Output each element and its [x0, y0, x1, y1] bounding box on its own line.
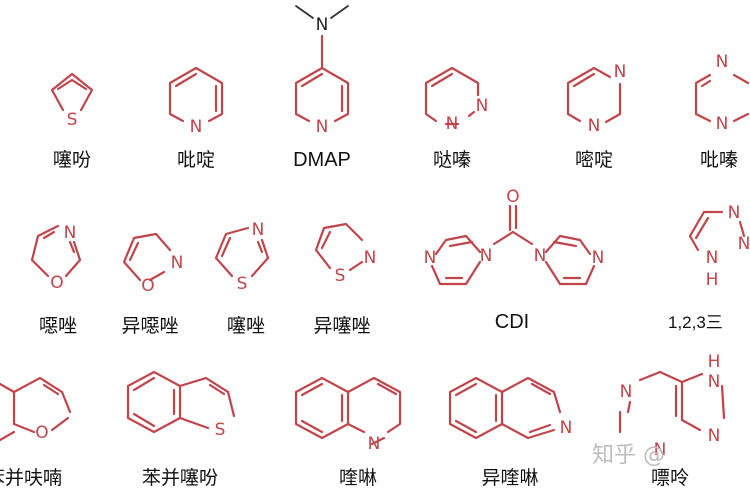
quinoline-structure: N: [294, 376, 402, 454]
pyridazine-label: 哒嗪: [433, 149, 471, 171]
pyrazine-label: 吡嗪: [700, 149, 738, 171]
isoquinoline-label: 异喹啉: [481, 467, 538, 489]
oxazole-atom-n: N: [64, 223, 77, 243]
benzothiophene-label: 苯并噻吩: [142, 467, 218, 489]
cdi-structure: O N N N N: [424, 187, 605, 286]
thiophene-structure: S: [50, 72, 94, 130]
purine-atom-n2: N: [654, 440, 667, 460]
isoquinoline-structure: N: [448, 376, 573, 440]
oxazole-label: 噁唑: [39, 315, 77, 337]
pyrimidine-atom-n1: N: [588, 116, 601, 136]
pyrazine-atom-n1: N: [716, 52, 729, 72]
purine-label: 嘌呤: [651, 467, 689, 489]
isothiazole-atom-s: S: [335, 266, 346, 286]
triazole-atom-n3: N: [706, 248, 719, 268]
dmap-atom-n-ring: N: [316, 117, 329, 137]
benzothiophene-atom-s: S: [215, 420, 226, 440]
isoquinoline-atom-n: N: [560, 418, 573, 438]
dmap-atom-n-amine: N: [316, 15, 329, 35]
isoxazole-label: 异噁唑: [121, 315, 178, 337]
quinoline-atom-n: N: [368, 434, 381, 454]
triazole-structure: N N N H: [688, 203, 750, 290]
cdi-atom-o: O: [506, 187, 519, 207]
oxazole-structure: N O: [30, 223, 82, 293]
cdi-atom-n1: N: [424, 248, 437, 268]
dmap-structure: N N: [294, 5, 350, 137]
zhihu-watermark: 知乎 @: [592, 443, 665, 468]
benzofuran-atom-o: O: [35, 423, 48, 443]
quinoline-label: 喹啉: [339, 467, 377, 489]
benzothiophene-structure: S: [126, 370, 236, 440]
thiophene-atom-s: S: [67, 110, 78, 130]
pyridine-structure: N: [168, 66, 224, 137]
thiazole-structure: N S: [214, 220, 270, 294]
thiazole-label: 噻唑: [227, 315, 265, 337]
triazole-label: 1,2,3三: [668, 313, 723, 332]
cdi-atom-n2: N: [480, 246, 493, 266]
pyrazine-atom-n2: N: [716, 114, 729, 134]
benzofuran-label: 苯并呋喃: [0, 467, 62, 489]
cdi-label: CDI: [495, 311, 529, 333]
pyridazine-atom-n1: N: [446, 114, 459, 134]
triazole-atom-n1: N: [728, 203, 741, 223]
purine-atom-h: H: [708, 352, 721, 372]
thiazole-atom-s: S: [237, 274, 248, 294]
isoxazole-structure: O N: [122, 232, 184, 296]
benzofuran-structure: O: [0, 376, 72, 443]
thiophene-label: 噻吩: [53, 149, 91, 171]
pyrimidine-atom-n2: N: [614, 62, 627, 82]
pyridazine-structure: N N: [424, 66, 489, 134]
purine-atom-n1: N: [620, 382, 633, 402]
cdi-atom-n3: N: [534, 246, 547, 266]
dmap-label: DMAP: [293, 149, 351, 171]
thiazole-atom-n: N: [252, 220, 265, 240]
pyrimidine-structure: N N: [566, 62, 627, 136]
isothiazole-label: 异噻唑: [313, 315, 370, 337]
purine-structure: N N N N H: [618, 352, 726, 460]
pyridazine-atom-n2: N: [476, 96, 489, 116]
pyridine-atom-n: N: [190, 117, 203, 137]
purine-atom-n4: N: [708, 426, 721, 446]
pyrazine-structure: N N: [694, 52, 750, 134]
pyridine-label: 吡啶: [177, 149, 215, 171]
pyrimidine-label: 嘧啶: [575, 149, 613, 171]
isothiazole-structure: S N: [314, 222, 377, 286]
purine-atom-n3: N: [708, 372, 721, 392]
triazole-atom-n2: N: [738, 234, 750, 254]
cdi-atom-n4: N: [592, 248, 605, 268]
isoxazole-atom-o: O: [141, 276, 154, 296]
triazole-atom-h: H: [706, 270, 719, 290]
oxazole-atom-o: O: [50, 273, 63, 293]
isoxazole-atom-n: N: [171, 253, 184, 273]
isothiazole-atom-n: N: [364, 248, 377, 268]
